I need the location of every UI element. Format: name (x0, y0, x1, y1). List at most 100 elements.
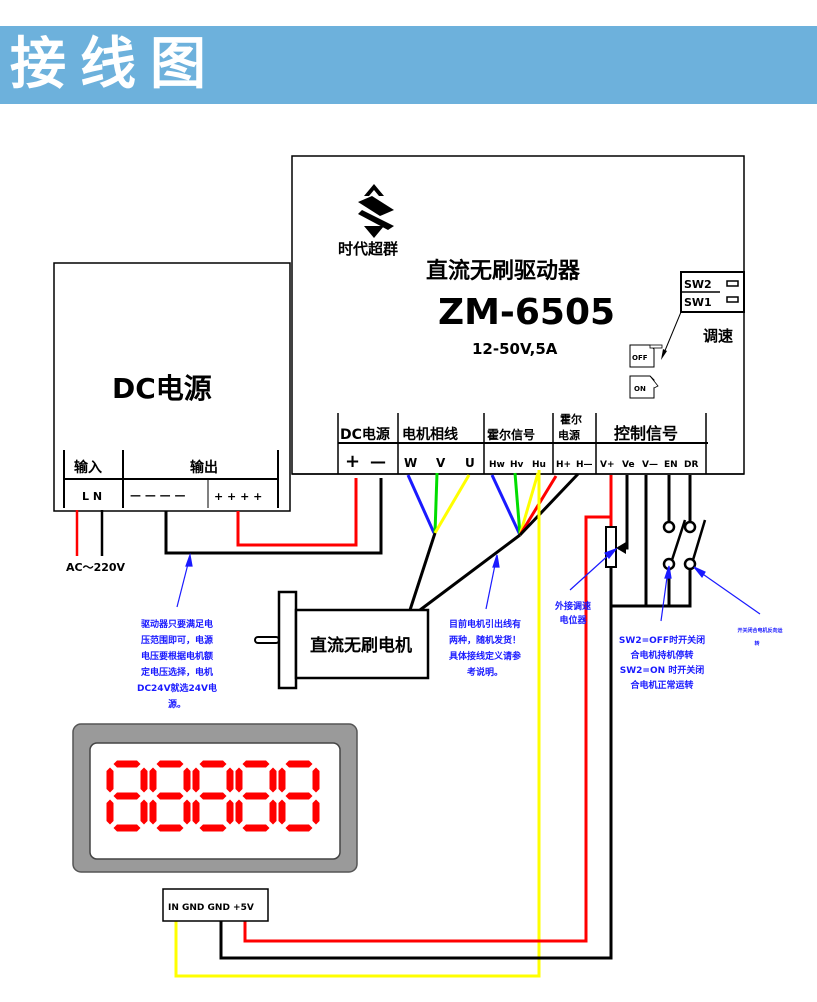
ac-input-label: AC～220V (66, 561, 126, 574)
driver-rating: 12-50V,5A (472, 340, 558, 358)
digit-segment-a (285, 760, 313, 768)
wire-hall-w (490, 474, 522, 536)
digit-segment-e (278, 799, 286, 825)
annotation-arrows (176, 547, 761, 622)
seven-segment-digit (192, 760, 234, 832)
wire-hall-minus (518, 472, 580, 537)
display-terminal-block (162, 888, 269, 922)
pin-dc-minus: — (370, 452, 386, 471)
digit-segment-f (106, 767, 114, 793)
power-note: 驱动器只要满足电 压范围即可，电源 电压要根据电机额 定电压选择，电机 DC24… (137, 618, 217, 710)
svg-text:合电机正常运转: 合电机正常运转 (630, 679, 693, 691)
digit-segment-f (235, 767, 243, 793)
pin-w: W (404, 456, 417, 470)
digit-segment-a (113, 760, 141, 768)
potentiometer-note: 外接调速 电位器 (554, 600, 591, 626)
digit-segment-g (113, 792, 141, 800)
svg-text:源。: 源。 (168, 698, 186, 710)
digit-segment-a (242, 760, 270, 768)
driver-name: 直流无刷驱动器 (426, 258, 581, 284)
svg-text:考说明。: 考说明。 (467, 666, 503, 678)
output-label: 输出 (190, 459, 218, 476)
pin-hw: Hw (489, 460, 505, 470)
svg-text:外接调速: 外接调速 (554, 600, 591, 612)
pin-ve: Ve (622, 460, 635, 470)
on-state-icon: ON (629, 375, 659, 399)
wire-ve (618, 475, 629, 550)
digit-segment-b (269, 767, 277, 793)
digit-segment-d (242, 824, 270, 832)
digit-segment-e (235, 799, 243, 825)
display-digits-text: 88888 (0, 0, 4, 1)
dip-pointer-line (663, 311, 682, 354)
dr-switch-lever[interactable] (691, 519, 707, 561)
digit-segment-d (199, 824, 227, 832)
power-supply-box (53, 262, 291, 512)
group-control-signal: 控制信号 (614, 424, 678, 443)
pin-hu: Hu (532, 460, 546, 470)
svg-text:两种，随机发货！: 两种，随机发货！ (449, 634, 521, 646)
wire-5v (243, 515, 611, 943)
digit-segment-b (312, 767, 320, 793)
svg-text:驱动器只要满足电: 驱动器只要满足电 (141, 618, 213, 630)
sw2-label: SW2 (684, 278, 712, 291)
output-plus-pins: + + + + (214, 490, 262, 503)
digit-segment-e (106, 799, 114, 825)
display-screen (89, 742, 341, 860)
wires (75, 470, 707, 978)
led-display-unit: 88888 IN GND GND +5V (0, 0, 358, 922)
header-banner: 接线图 (0, 26, 817, 104)
digit-segment-c (312, 799, 320, 825)
pin-dc-plus: + (345, 451, 360, 472)
svg-text:OFF: OFF (632, 354, 648, 362)
group-hall-power-1: 霍尔 (560, 412, 582, 426)
wire-hall-v (513, 472, 522, 536)
pin-h-plus: H+ (556, 460, 571, 470)
svg-text:开关闭合电机反向运: 开关闭合电机反向运 (737, 627, 782, 634)
digit-segment-g (285, 792, 313, 800)
digit-segment-d (113, 824, 141, 832)
digit-segment-b (140, 767, 148, 793)
wire-hall-u (518, 472, 540, 536)
pin-v-plus: V+ (600, 460, 615, 470)
driver-model: ZM-6505 (438, 292, 615, 333)
driver-terminal-strip (292, 413, 744, 475)
driver-unit: 时代超群 直流无刷驱动器 ZM-6505 12-50V,5A SW2 SW1 调… (291, 155, 745, 475)
digit-segment-g (199, 792, 227, 800)
input-pins: L N (82, 490, 102, 503)
digit-segment-f (149, 767, 157, 793)
digit-segment-b (183, 767, 191, 793)
pin-u: U (465, 456, 475, 470)
digit-segment-b (226, 767, 234, 793)
driver-box (291, 155, 745, 475)
page-title: 接线图 (10, 32, 220, 97)
sw1-toggle[interactable] (726, 296, 739, 303)
direction-note: 开关闭合电机反向运 转 (737, 627, 782, 647)
digit-segment-c (140, 799, 148, 825)
pin-dr: DR (684, 460, 698, 470)
group-hall-power-2: 电源 (558, 428, 580, 442)
digit-segment-a (156, 760, 184, 768)
sw2-toggle[interactable] (726, 280, 739, 287)
svg-text:定电压选择，电机: 定电压选择，电机 (140, 666, 213, 678)
output-minus-pins: — — — — (130, 489, 186, 502)
motor-shaft-icon (254, 636, 280, 644)
digit-segment-e (149, 799, 157, 825)
digit-segment-f (278, 767, 286, 793)
svg-text:电压要根据电机额: 电压要根据电机额 (141, 650, 213, 662)
pin-v-minus: V— (642, 460, 658, 470)
wire-phase-v (433, 472, 439, 534)
digit-segment-d (156, 824, 184, 832)
dr-switch-bottom-icon (683, 557, 697, 571)
dip-switch[interactable]: SW2 SW1 (680, 271, 745, 313)
pin-en: EN (664, 460, 678, 470)
digit-segment-a (199, 760, 227, 768)
pin-hv: Hv (510, 460, 524, 470)
svg-text:转: 转 (754, 640, 759, 647)
svg-text:ON: ON (634, 385, 646, 393)
motor-note: 目前电机引出线有 两种，随机发货！ 具体接线定义请参 考说明。 (448, 618, 522, 678)
wire-phase-bundle (408, 532, 437, 611)
en-switch-lever[interactable] (670, 519, 687, 561)
input-label: 输入 (74, 459, 102, 476)
